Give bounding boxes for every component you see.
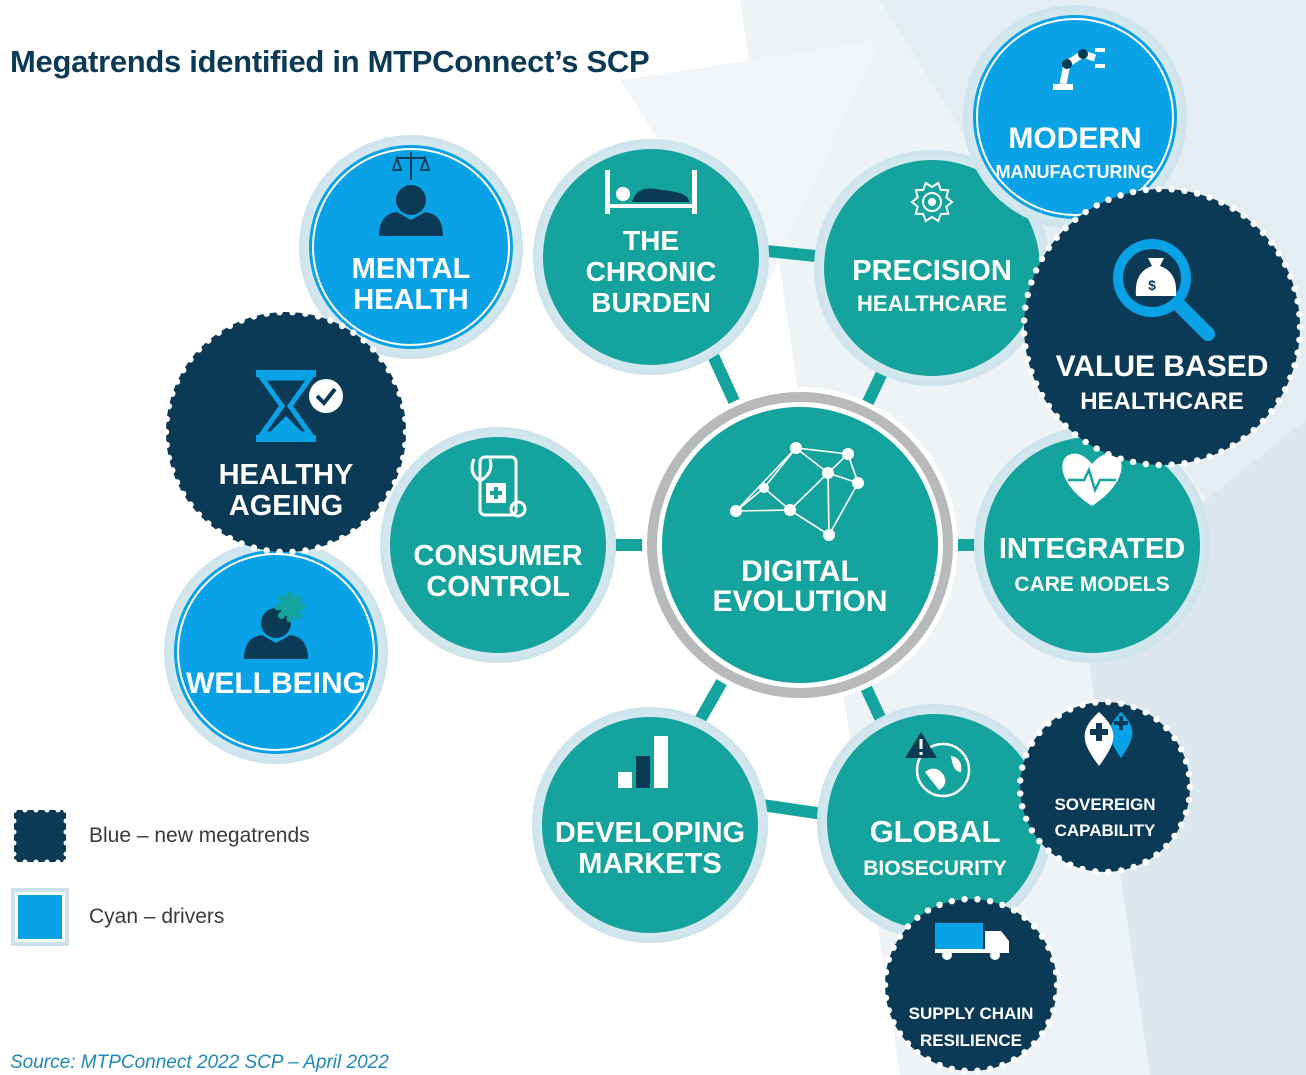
page-title: Megatrends identified in MTPConnect’s SC… xyxy=(10,44,650,79)
heartbeat-icon xyxy=(1062,453,1122,506)
source-note: Source: MTPConnect 2022 SCP – April 2022 xyxy=(10,1052,389,1073)
bar-chart-icon xyxy=(618,736,668,788)
truck-icon xyxy=(935,923,1009,960)
bed-icon xyxy=(605,170,697,214)
center-label-line2: EVOLUTION xyxy=(712,585,887,618)
hourglass-check-icon xyxy=(256,370,343,442)
legend-label-drivers: Cyan – drivers xyxy=(89,905,225,928)
legend-swatch-cyan xyxy=(11,888,69,946)
network-icon xyxy=(730,442,864,541)
node-consumer-label-2: CONTROL xyxy=(426,571,569,603)
phone-medical-icon xyxy=(470,455,527,518)
map-pin-plus-icon xyxy=(1084,712,1133,766)
node-ageing-label-2: AGEING xyxy=(229,490,343,522)
node-ageing-label-1: HEALTHY xyxy=(219,459,354,491)
node-global-label-2: BIOSECURITY xyxy=(863,857,1007,880)
legend-label-new: Blue – new megatrends xyxy=(89,824,310,847)
node-supply-label-1: SUPPLY CHAIN xyxy=(909,1004,1034,1023)
node-modern: MODERN MANUFACTURING xyxy=(963,5,1187,229)
node-integrated-label-2: CARE MODELS xyxy=(1014,573,1169,596)
node-integrated-label-1: INTEGRATED xyxy=(999,533,1185,565)
node-value: $ VALUE BASED HEALTHCARE xyxy=(1020,185,1304,469)
node-mental-label-2: HEALTH xyxy=(353,284,468,316)
node-global-label-1: GLOBAL xyxy=(870,814,1001,849)
node-chronic-label-1: THE xyxy=(623,225,679,256)
node-value-label-2: HEALTHCARE xyxy=(1080,388,1244,415)
node-wellbeing: WELLBEING xyxy=(164,540,388,764)
robot-arm-icon xyxy=(1053,48,1105,90)
node-developing-label-2: MARKETS xyxy=(578,848,721,880)
node-modern-label-2: MANUFACTURING xyxy=(996,162,1155,182)
node-chronic-label-3: BURDEN xyxy=(591,287,711,318)
node-supply-label-2: RESILIENCE xyxy=(920,1031,1022,1050)
node-precision-label-2: HEALTHCARE xyxy=(857,291,1007,316)
legend-item-new: Blue – new megatrends xyxy=(10,806,410,866)
center-node: DIGITAL EVOLUTION xyxy=(642,387,958,703)
gear-icon xyxy=(910,181,954,223)
person-gear-icon xyxy=(244,591,308,659)
svg-text:$: $ xyxy=(1148,277,1156,293)
node-chronic-label-2: CHRONIC xyxy=(586,256,717,287)
node-sovereign: SOVEREIGN CAPABILITY xyxy=(1017,698,1194,876)
node-precision: PRECISION HEALTHCARE xyxy=(814,150,1050,386)
legend-item-drivers: Cyan – drivers xyxy=(10,887,410,947)
node-integrated: INTEGRATED CARE MODELS xyxy=(974,427,1210,663)
node-developing-label-1: DEVELOPING xyxy=(555,817,745,849)
node-wellbeing-label-1: WELLBEING xyxy=(186,667,366,700)
node-modern-label-1: MODERN xyxy=(1008,122,1141,155)
node-precision-label-1: PRECISION xyxy=(852,255,1012,287)
center-label-line1: DIGITAL xyxy=(741,555,859,588)
node-value-label-1: VALUE BASED xyxy=(1056,350,1269,383)
node-consumer-label-1: CONSUMER xyxy=(413,540,582,572)
node-mental-label-1: MENTAL xyxy=(352,253,471,285)
node-global: GLOBAL BIOSECURITY xyxy=(817,704,1053,940)
node-supply: SUPPLY CHAIN RESILIENCE xyxy=(881,896,1061,1074)
globe-warning-icon xyxy=(905,732,971,798)
legend-swatch-navy xyxy=(11,807,69,865)
person-scales-icon xyxy=(379,152,443,236)
node-sovereign-label-2: CAPABILITY xyxy=(1055,821,1156,840)
money-search-icon: $ xyxy=(1113,239,1215,341)
node-sovereign-label-1: SOVEREIGN xyxy=(1054,795,1155,814)
